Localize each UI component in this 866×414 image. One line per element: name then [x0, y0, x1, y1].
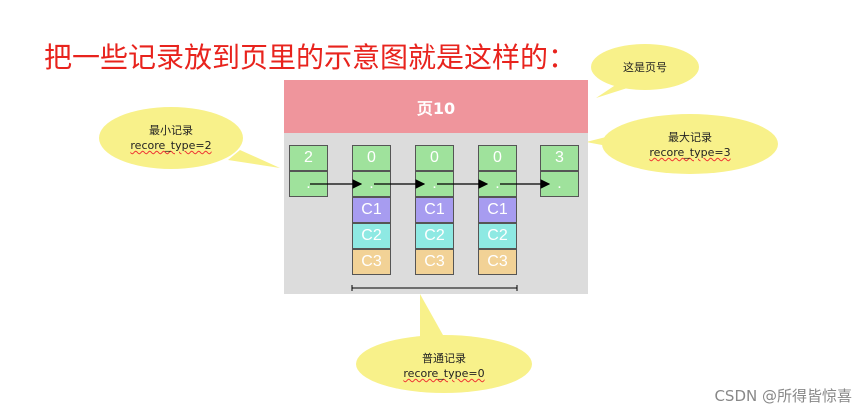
watermark: CSDN @所得皆惊喜 — [714, 387, 852, 405]
callout-min-record-type: recore_type=2 — [130, 139, 212, 152]
record-max-type: 3 — [540, 145, 579, 171]
record-2-col-c2: C2 — [415, 223, 454, 249]
record-3-col-c3: C3 — [478, 249, 517, 275]
record-3-col-c2: C2 — [478, 223, 517, 249]
record-min-type: 2 — [289, 145, 328, 171]
record-2-type: 0 — [415, 145, 454, 171]
record-2-col-c3: C3 — [415, 249, 454, 275]
callout-bubble-page-number — [591, 44, 699, 98]
record-1-col-c3: C3 — [352, 249, 391, 275]
normal-records-range-bracket — [351, 285, 518, 291]
callout-bubble-max-record — [586, 114, 778, 174]
callout-normal-record-type: recore_type=0 — [403, 367, 485, 380]
record-3-col-c1: C1 — [478, 197, 517, 223]
page-header: 页10 — [284, 80, 588, 133]
callout-page-number-label: 这是页号 — [623, 61, 667, 74]
page-title: 把一些记录放到页里的示意图就是这样的： — [44, 41, 577, 74]
record-2-col-c1: C1 — [415, 197, 454, 223]
callout-normal-record: 普通记录 recore_type=0 — [384, 351, 504, 381]
callout-max-record-label: 最大记录 — [668, 131, 712, 144]
callout-bubble-normal-record — [356, 294, 532, 393]
callout-min-record-label: 最小记录 — [149, 124, 193, 137]
record-1-col-c2: C2 — [352, 223, 391, 249]
callout-normal-record-label: 普通记录 — [422, 352, 466, 365]
callout-max-record-type: recore_type=3 — [649, 146, 731, 159]
record-1-col-c1: C1 — [352, 197, 391, 223]
callout-min-record: 最小记录 recore_type=2 — [121, 123, 221, 153]
callout-page-number: 这是页号 — [605, 60, 685, 75]
callout-bubble-min-record — [99, 107, 280, 169]
callout-max-record: 最大记录 recore_type=3 — [630, 130, 750, 160]
record-1-type: 0 — [352, 145, 391, 171]
record-3-type: 0 — [478, 145, 517, 171]
